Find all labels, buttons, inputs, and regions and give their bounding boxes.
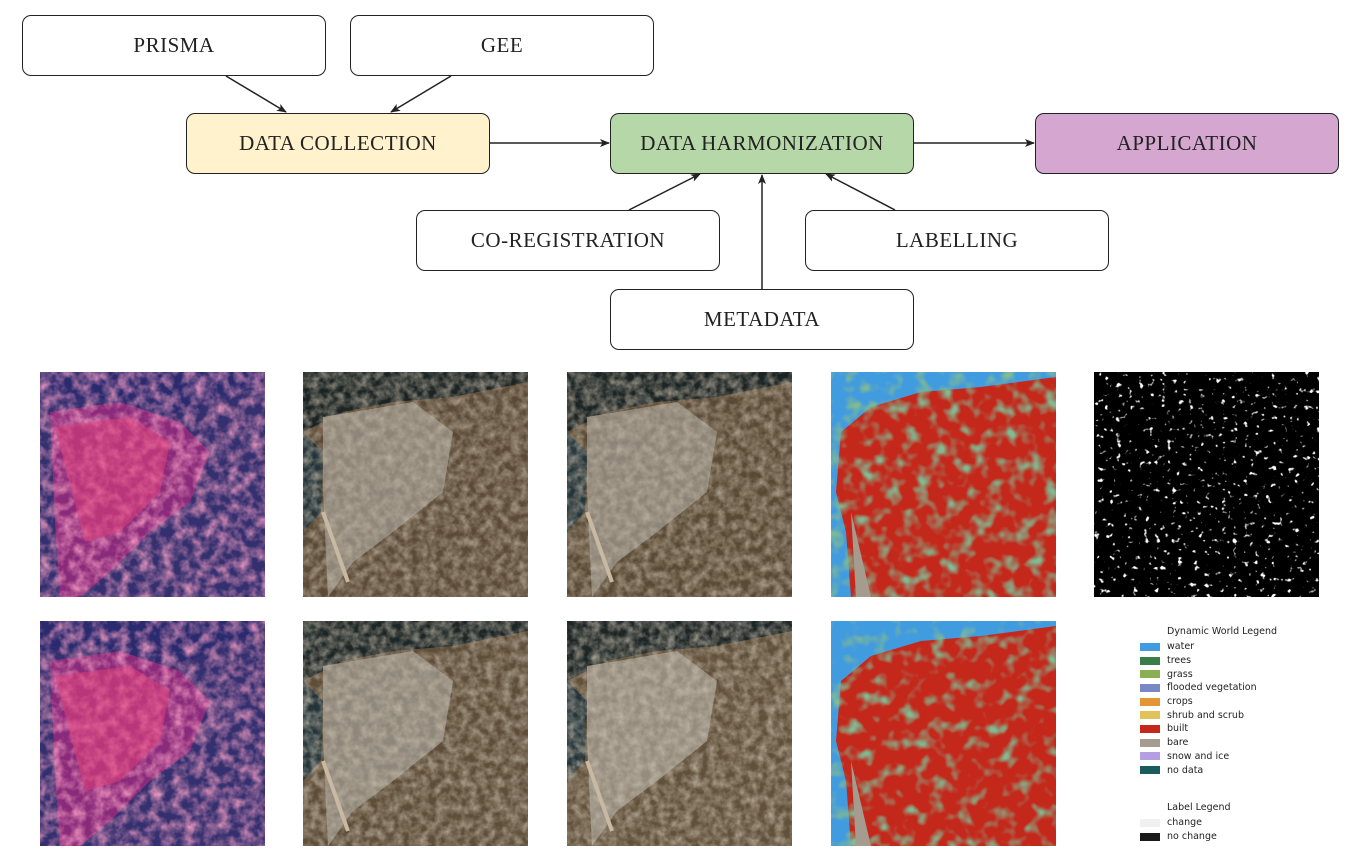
node-metadata: METADATA — [610, 289, 914, 350]
label-legend-title: Label Legend — [1167, 802, 1231, 813]
change-label-mask — [1094, 372, 1319, 597]
dynamic-world-legend-label: snow and ice — [1167, 751, 1229, 762]
label-legend: Label Legend change no change — [1140, 802, 1231, 843]
label-legend-label: change — [1167, 817, 1202, 828]
dynamic-world-legend-label: grass — [1167, 669, 1193, 680]
dynamic-world-legend-item: built — [1140, 722, 1277, 736]
arrow-prisma-to-data-collection — [226, 76, 286, 112]
dynamic-world-legend-swatch — [1140, 725, 1160, 733]
arrow-gee-to-data-collection — [391, 76, 451, 112]
node-application: APPLICATION — [1035, 113, 1339, 174]
label-legend-label: no change — [1167, 831, 1217, 842]
dynamic-world-legend-swatch — [1140, 739, 1160, 747]
false-color-image-t1 — [40, 372, 265, 597]
dynamic-world-legend-swatch — [1140, 657, 1160, 665]
node-labelling: LABELLING — [805, 210, 1109, 271]
dynamic-world-legend-item: trees — [1140, 654, 1277, 668]
dynamic-world-legend-item: crops — [1140, 695, 1277, 709]
false-color-image-t2 — [40, 621, 265, 846]
label-legend-swatch — [1140, 833, 1160, 841]
label-legend-items: change no change — [1140, 816, 1231, 843]
land-cover-map-t1 — [831, 372, 1056, 597]
node-prisma: PRISMA — [22, 15, 326, 76]
dynamic-world-legend-item: snow and ice — [1140, 750, 1277, 764]
dynamic-world-legend-swatch — [1140, 711, 1160, 719]
dynamic-world-legend-label: built — [1167, 723, 1188, 734]
dynamic-world-legend-item: shrub and scrub — [1140, 708, 1277, 722]
dynamic-world-legend-item: no data — [1140, 763, 1277, 777]
dynamic-world-legend: Dynamic World Legend water trees grass floo… — [1140, 626, 1277, 777]
label-legend-item: change — [1140, 816, 1231, 830]
node-data-collection: DATA COLLECTION — [186, 113, 490, 174]
node-data-harmonization: DATA HARMONIZATION — [610, 113, 914, 174]
dynamic-world-legend-swatch — [1140, 684, 1160, 692]
dynamic-world-legend-item: bare — [1140, 736, 1277, 750]
dynamic-world-legend-swatch — [1140, 670, 1160, 678]
dynamic-world-legend-swatch — [1140, 766, 1160, 774]
dynamic-world-legend-item: flooded vegetation — [1140, 681, 1277, 695]
label-legend-swatch — [1140, 819, 1160, 827]
dynamic-world-legend-title: Dynamic World Legend — [1167, 626, 1277, 637]
dynamic-world-legend-swatch — [1140, 752, 1160, 760]
dynamic-world-legend-items: water trees grass flooded vegetation crops sh… — [1140, 640, 1277, 777]
node-co-registration: CO-REGISTRATION — [416, 210, 720, 271]
dynamic-world-legend-label: crops — [1167, 696, 1193, 707]
dynamic-world-legend-label: water — [1167, 641, 1194, 652]
dynamic-world-legend-swatch — [1140, 698, 1160, 706]
dynamic-world-legend-item: grass — [1140, 667, 1277, 681]
true-color-image-t2-b — [567, 621, 792, 846]
land-cover-map-t2 — [831, 621, 1056, 846]
dynamic-world-legend-label: bare — [1167, 737, 1188, 748]
dynamic-world-legend-label: flooded vegetation — [1167, 682, 1257, 693]
dynamic-world-legend-label: shrub and scrub — [1167, 710, 1244, 721]
dynamic-world-legend-item: water — [1140, 640, 1277, 654]
dynamic-world-legend-swatch — [1140, 643, 1160, 651]
arrow-labelling-to-harmonization — [826, 174, 895, 210]
label-legend-item: no change — [1140, 830, 1231, 844]
node-gee: GEE — [350, 15, 654, 76]
true-color-image-t2-a — [303, 621, 528, 846]
dynamic-world-legend-label: trees — [1167, 655, 1191, 666]
arrow-co-registration-to-harmonization — [629, 174, 700, 210]
dynamic-world-legend-label: no data — [1167, 765, 1203, 776]
true-color-image-t1-b — [567, 372, 792, 597]
true-color-image-t1-a — [303, 372, 528, 597]
